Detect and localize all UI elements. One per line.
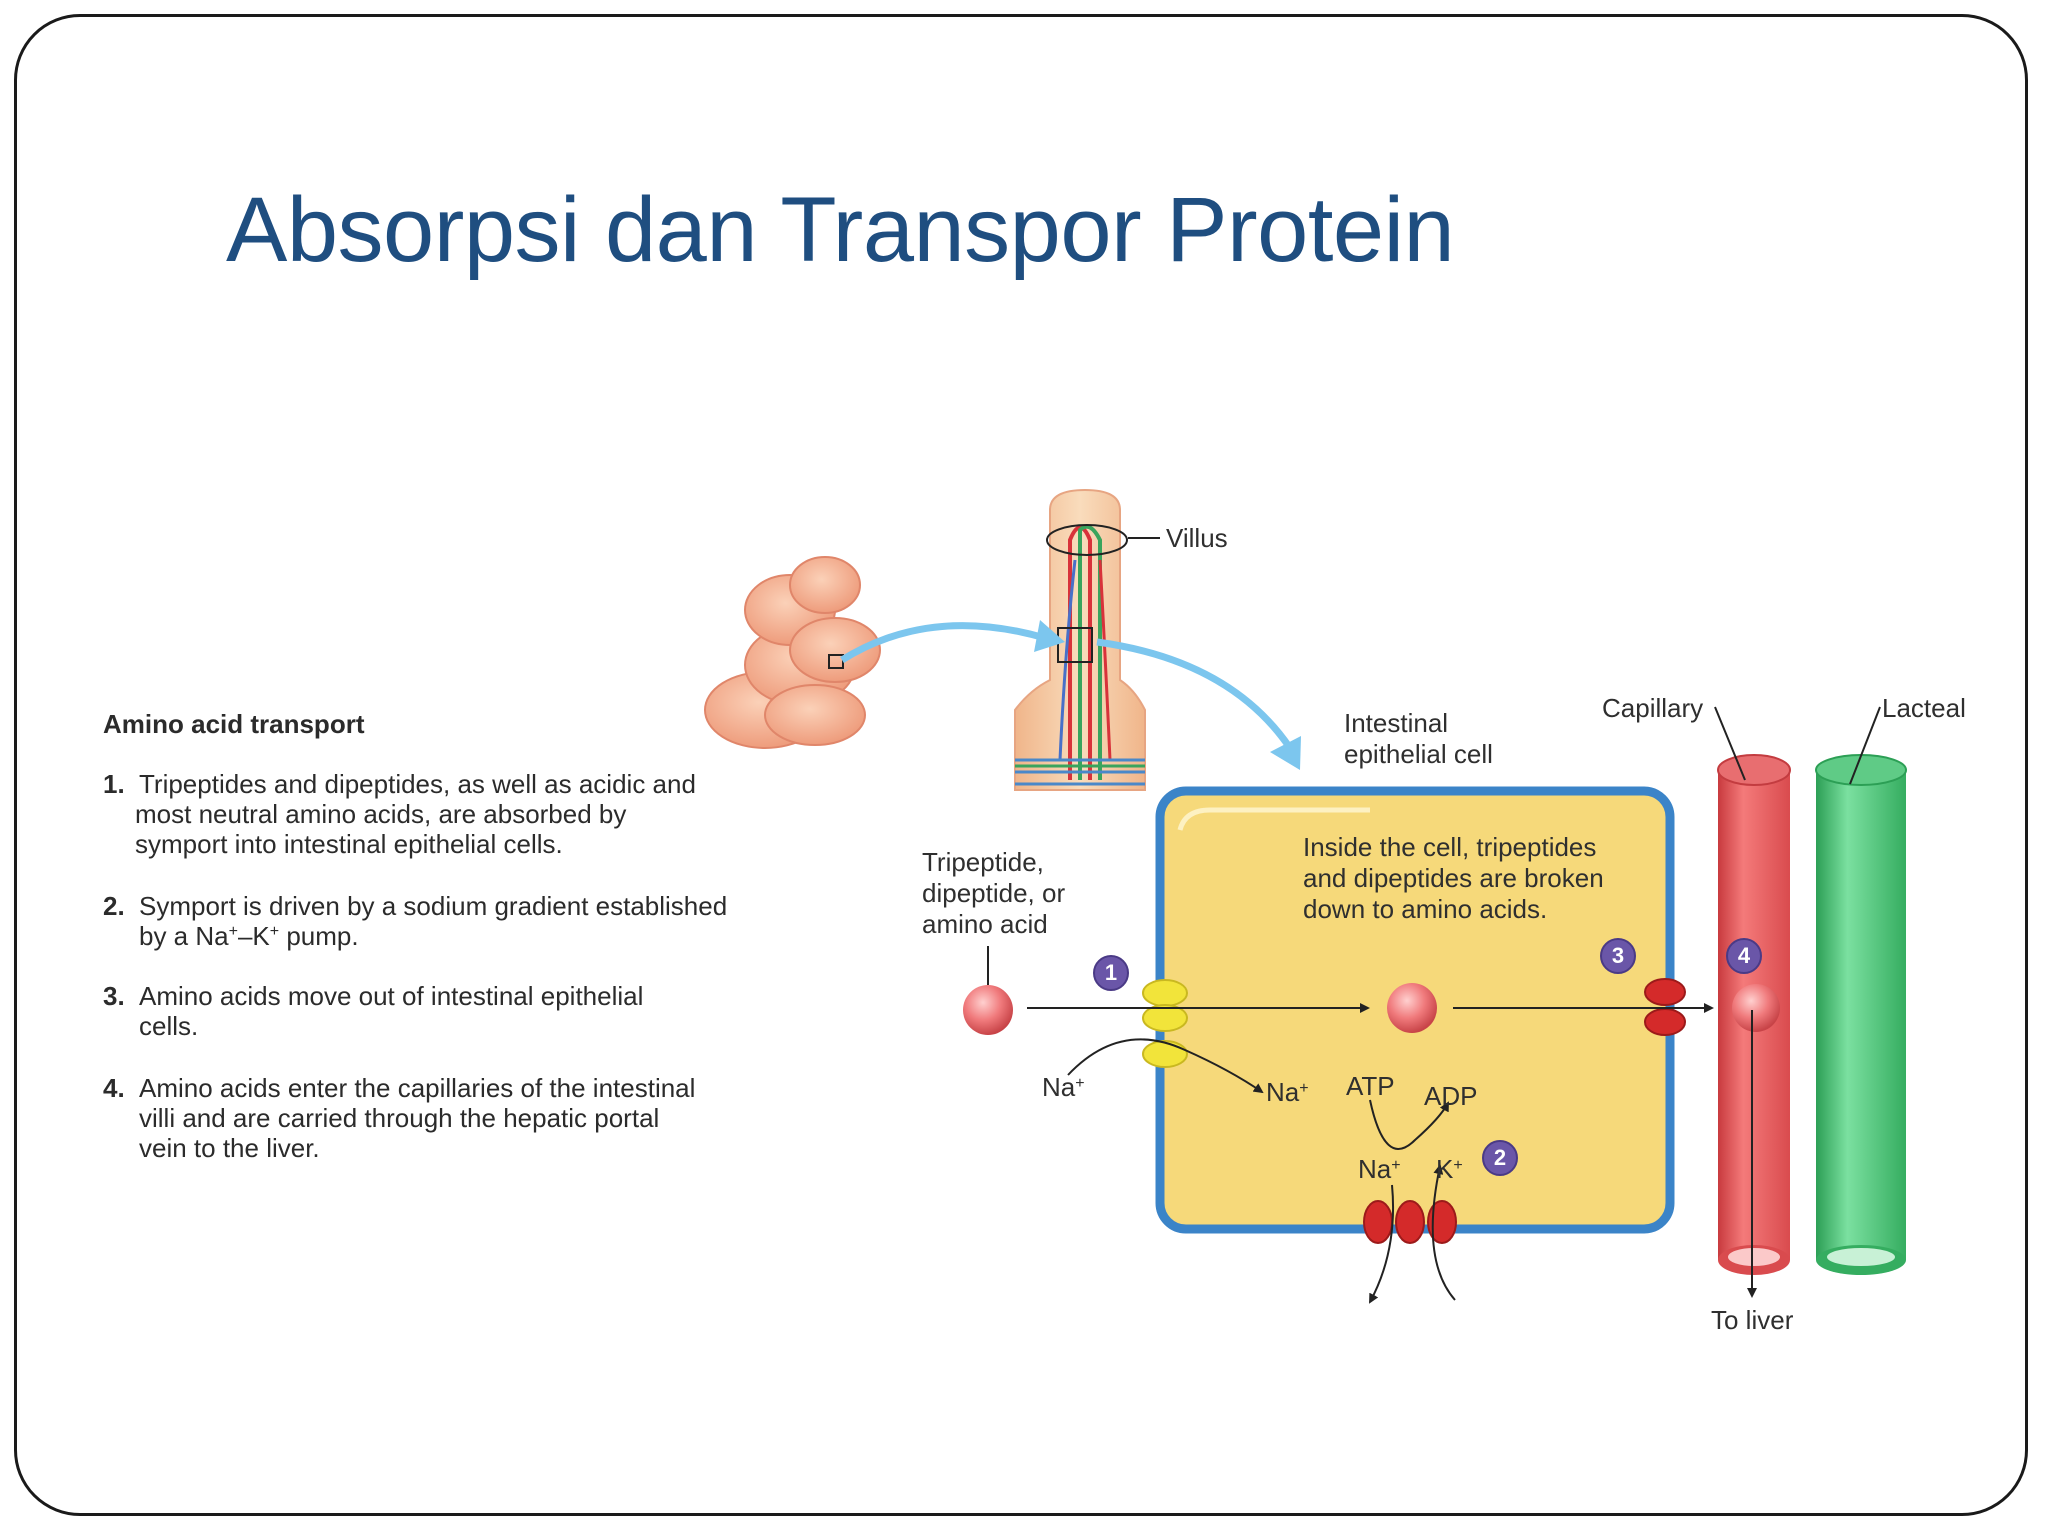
adp-label: ADP — [1424, 1081, 1478, 1111]
step-4: 4. Amino acids enter the capillaries of … — [103, 1073, 763, 1168]
step-4-text: Amino acids enter the capillaries of the… — [139, 1073, 695, 1163]
sodium-outside-symbol: Na — [1042, 1072, 1076, 1102]
substrate-label-line-2: dipeptide, or — [922, 878, 1066, 908]
step-2-k-text: –K — [237, 921, 270, 951]
step-2-na-text: by a Na — [139, 921, 229, 951]
step-3-line-1: Amino acids move out of intestinal epith… — [139, 981, 644, 1011]
amino-acid-in-cell — [1387, 983, 1437, 1033]
sodium-inside-label: Na+ — [1266, 1077, 1309, 1108]
step-1-line-3: symport into intestinal epithelial cells… — [135, 829, 563, 859]
villus-illustration — [1014, 488, 1160, 791]
step-3: 3. Amino acids move out of intestinal ep… — [103, 981, 763, 1043]
sodium-inside-charge: + — [1299, 1080, 1309, 1097]
villus-label: Villus — [1166, 523, 1228, 553]
step-2-na-charge: + — [228, 923, 238, 940]
inside-note-line-1: Inside the cell, tripeptides — [1303, 832, 1597, 862]
step-1-number: 1. — [103, 769, 125, 799]
lacteal-label: Lacteal — [1882, 693, 1966, 723]
step-badge-2: 2 — [1482, 1140, 1518, 1176]
step-4-line-3: vein to the liver. — [139, 1133, 320, 1163]
capillary-label: Capillary — [1602, 693, 1704, 723]
substrate-label-line-1: Tripeptide, — [922, 847, 1044, 877]
step-2-number: 2. — [103, 891, 125, 921]
step-4-line-1: Amino acids enter the capillaries of the… — [139, 1073, 696, 1103]
amino-acid-in-capillary — [1732, 984, 1780, 1032]
step-2: 2. Symport is driven by a sodium gradien… — [103, 891, 783, 953]
step-2-line-1: Symport is driven by a sodium gradient e… — [139, 891, 728, 921]
step-1-line-2: most neutral amino acids, are absorbed b… — [135, 799, 627, 829]
inside-note-line-2: and dipeptides are broken — [1303, 863, 1604, 893]
step-3-number: 3. — [103, 981, 125, 1011]
cell-label-line-1: Intestinal — [1344, 708, 1449, 738]
sodium-inside-symbol: Na — [1266, 1077, 1300, 1107]
zoom-arrow-head-2 — [1270, 736, 1301, 770]
step-3-text: Amino acids move out of intestinal epith… — [139, 981, 643, 1041]
sodium-symporter — [1142, 979, 1188, 1068]
step-2-k-charge: + — [269, 923, 280, 940]
arrow-sodium-out — [1369, 1184, 1395, 1304]
atp-label: ATP — [1346, 1071, 1395, 1101]
sodium-outside-charge: + — [1075, 1075, 1085, 1092]
text-panel-heading: Amino acid transport — [103, 709, 365, 739]
step-badge-4: 4 — [1726, 938, 1762, 974]
step-1: 1. Tripeptides and dipeptides, as well a… — [103, 769, 763, 864]
pump-sodium-label: Na+ — [1358, 1154, 1401, 1185]
inside-note-line-3: down to amino acids. — [1303, 894, 1548, 924]
pump-sodium-symbol: Na — [1358, 1154, 1392, 1184]
small-intestine-illustration — [704, 556, 881, 749]
zoom-arrow-intestine-to-villus — [840, 622, 1046, 663]
arrow-atp-to-adp — [1369, 1099, 1449, 1150]
amino-acid-outside — [963, 985, 1013, 1035]
pump-potassium-symbol: K — [1436, 1154, 1454, 1184]
arrow-potassium-in — [1431, 1164, 1456, 1301]
cell-label-line-2: epithelial cell — [1344, 739, 1493, 769]
step-4-line-2: villi and are carried through the hepati… — [139, 1103, 660, 1133]
arrow-sodium-entry — [1067, 1038, 1264, 1094]
sodium-potassium-pump — [1363, 1200, 1457, 1244]
step-badge-1: 1 — [1093, 955, 1129, 991]
step-1-line-1: Tripeptides and dipeptides, as well as a… — [139, 769, 696, 799]
step-3-line-2: cells. — [139, 1011, 199, 1041]
slide-title: Absorpsi dan Transpor Protein — [226, 179, 1455, 281]
to-liver-label: To liver — [1711, 1305, 1794, 1335]
step-4-number: 4. — [103, 1073, 125, 1103]
lacteal-vessel — [1815, 754, 1907, 1275]
pump-sodium-charge: + — [1391, 1157, 1401, 1174]
zoom-arrow-head-1 — [1034, 620, 1065, 652]
step-2-pump-text: pump. — [279, 921, 359, 951]
step-badge-3: 3 — [1600, 938, 1636, 974]
pump-potassium-label: K+ — [1436, 1154, 1463, 1185]
basolateral-transporter — [1644, 978, 1686, 1036]
step-2-text: Symport is driven by a sodium gradient e… — [139, 891, 727, 951]
step-2-line-2: by a Na+–K+ pump. — [139, 921, 727, 951]
zoom-arrow-villus-to-cell — [1096, 638, 1293, 750]
sodium-outside-label: Na+ — [1042, 1072, 1085, 1103]
step-1-text: Tripeptides and dipeptides, as well as a… — [135, 769, 696, 859]
substrate-label-line-3: amino acid — [922, 909, 1048, 939]
pump-potassium-charge: + — [1453, 1157, 1463, 1174]
